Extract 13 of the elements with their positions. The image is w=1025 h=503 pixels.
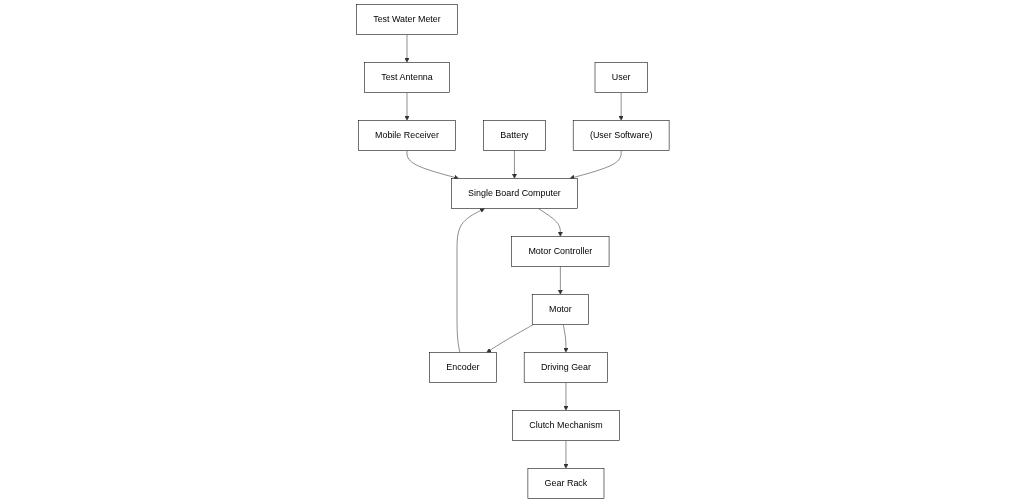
node-box: Test Water Meter [355, 4, 458, 35]
node-box: (User Software) [572, 120, 670, 151]
node-box: Single Board Computer [450, 178, 578, 209]
node-box: Driving Gear [523, 352, 608, 383]
node-box: Clutch Mechanism [511, 410, 620, 441]
node-box: Test Antenna [363, 62, 450, 93]
node-box: Motor Controller [511, 236, 610, 267]
node-box: User [594, 62, 648, 93]
node-box: Gear Rack [527, 468, 604, 499]
node-box: Battery [483, 120, 546, 151]
node-box: Encoder [429, 352, 497, 383]
node-box: Mobile Receiver [357, 120, 456, 151]
node-box: Motor [531, 294, 589, 325]
